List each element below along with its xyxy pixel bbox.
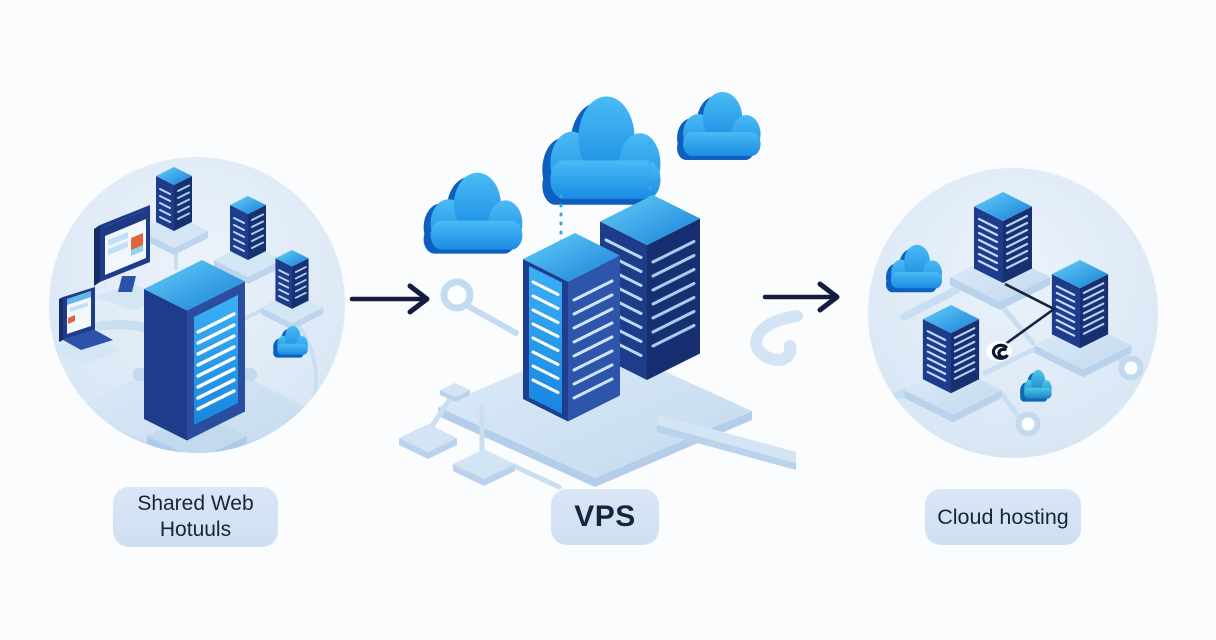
label-shared-web-hosting: Shared Web Hotuuls	[113, 487, 278, 547]
server-tower-icon	[972, 190, 1034, 285]
mini-server-icon	[229, 195, 267, 261]
arrow-icon	[349, 283, 430, 315]
dark-link-line	[1003, 282, 1057, 347]
network-platform	[438, 340, 796, 487]
ring-node	[1118, 355, 1144, 381]
cloud-icon	[677, 92, 761, 160]
main-server-icon	[144, 260, 247, 453]
cloud-hosting-scene	[868, 168, 1158, 458]
mini-server-icon	[274, 249, 310, 310]
ring-node	[440, 278, 474, 312]
vps-scene	[399, 92, 803, 490]
cloud-icon	[542, 96, 661, 205]
pad-node	[399, 424, 457, 452]
swirl-icon	[986, 341, 1012, 361]
label-vps: VPS	[551, 489, 659, 545]
shared-hosting-scene	[49, 157, 345, 453]
arrow-icon	[762, 281, 840, 313]
server-tower-icon	[523, 233, 620, 422]
cloud-icon	[423, 172, 523, 254]
network-links	[399, 278, 803, 490]
server-tower-icon	[1050, 258, 1110, 350]
mini-server-icon	[155, 166, 193, 232]
server-tower-icon	[921, 303, 981, 395]
label-cloud-hosting: Cloud hosting	[925, 489, 1081, 545]
pad-node	[453, 449, 515, 479]
laptop-icon	[49, 287, 122, 364]
ring-node	[1015, 411, 1041, 437]
